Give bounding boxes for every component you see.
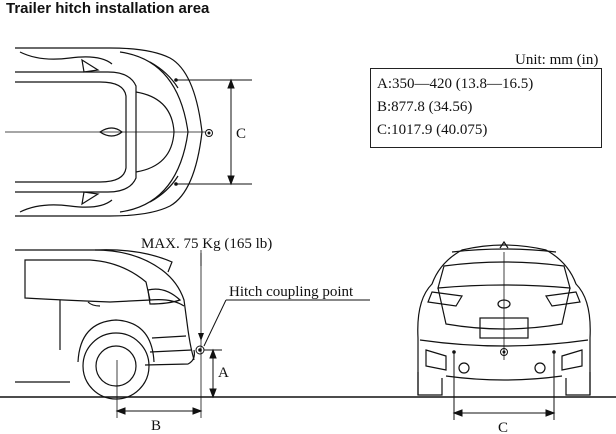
hitch-point-leader [203, 299, 227, 347]
dimension-spec-box: A:350—420 (13.8—16.5) B:877.8 (34.56) C:… [370, 68, 602, 148]
side-dimension-b [115, 407, 203, 415]
top-hitch-mark [205, 129, 213, 137]
spec-c: C:1017.9 (40.075) [377, 122, 488, 138]
top-dimension-c-label: C [236, 126, 246, 142]
side-view-car [15, 249, 195, 383]
side-dimension-b-label: B [151, 418, 161, 434]
max-load-arrow [198, 333, 204, 341]
rear-dimension-c [452, 352, 556, 420]
side-dimension-a [204, 348, 222, 399]
rear-dimension-c-label: C [498, 420, 508, 434]
unit-label: Unit: mm (in) [515, 52, 599, 68]
page-title: Trailer hitch installation area [6, 0, 210, 17]
side-rear-wheel [77, 319, 155, 400]
spec-a: A:350—420 (13.8—16.5) [377, 76, 534, 92]
side-hitch-mark [195, 345, 205, 355]
spec-b: B:877.8 (34.56) [377, 99, 473, 115]
top-dimension-c [176, 78, 252, 186]
max-load-label: MAX. 75 Kg (165 lb) [141, 236, 272, 252]
side-dimension-a-label: A [218, 365, 229, 381]
rear-hitch-mark [500, 348, 508, 356]
hitch-point-label: Hitch coupling point [229, 284, 354, 300]
